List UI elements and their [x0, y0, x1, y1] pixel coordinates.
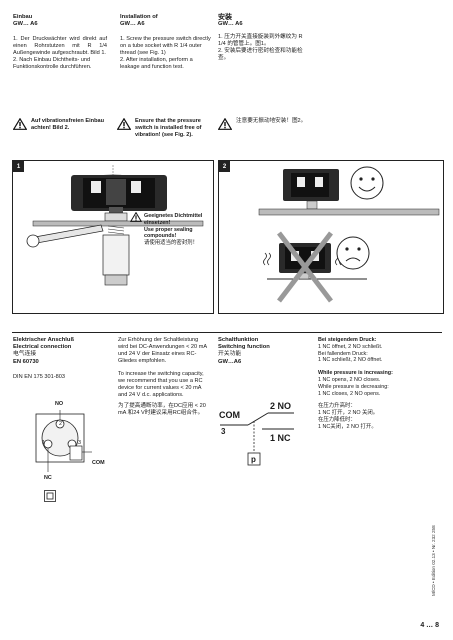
rc-recommendation: Zur Erhöhung der Schaltleistung wird bei…: [118, 337, 210, 417]
note-en: Use proper sealing compounds!: [144, 226, 193, 240]
title-de: Schaltfunktion: [218, 337, 259, 343]
warning-icon: [117, 118, 131, 130]
title-cn: 开关功能: [218, 351, 242, 358]
switch-pin-3: 3: [221, 427, 226, 436]
warning-en: Ensure that the pressure switch is insta…: [117, 118, 213, 139]
sealing-note: Geeignetes Dichtmittel einsetzen! Use pr…: [144, 213, 210, 247]
rising-de-title: Bei steigendem Druck:: [318, 337, 377, 343]
rising-en-title: While pressure is increasing:: [318, 370, 393, 377]
figure-number: 2: [219, 161, 230, 172]
rising-de: 1 NC öffnet, 2 NO schließt.: [318, 343, 383, 350]
section-subtitle: GW… A6: [218, 21, 243, 28]
warning-icon: [13, 118, 27, 130]
switch-com: COM: [219, 410, 240, 420]
warning-icon: [130, 212, 142, 222]
switch-no: 2 NO: [270, 401, 292, 411]
note-de: Geeignetes Dichtmittel einsetzen!: [144, 213, 203, 226]
com-label: COM: [92, 460, 105, 466]
model: GW…A6: [218, 358, 242, 365]
connector-diagram: [35, 410, 92, 472]
installation-illustration: [26, 165, 204, 286]
step-2: 2. After installation, perform a leakage…: [120, 57, 193, 71]
nc-label: NC: [44, 475, 52, 481]
falling-en-title: While pressure is decreasing:: [318, 383, 389, 390]
rc-text-cn: 为了提高通断功率，在DC应用 < 20 mA 和24 V时建议采用RC组合件。: [118, 403, 206, 416]
step-1: 1. Der Druckwächter wird direkt auf eine…: [13, 36, 107, 57]
warning-icon: [218, 118, 232, 130]
switching-description: Bei steigendem Druck: 1 NC öffnet, 2 NO …: [318, 337, 442, 431]
switch-p: p: [251, 455, 256, 464]
warning-text: Auf vibrationsfreien Einbau achten! Bild…: [31, 118, 105, 131]
earth-symbol: [44, 490, 56, 502]
figure-1: 1 Geeignetes Dichtmittel einsetz: [12, 160, 214, 314]
electrical-heading: Elektrischer Anschluß Electrical connect…: [13, 337, 108, 381]
section-divider: [12, 332, 442, 333]
standard: EN 60730: [13, 358, 39, 365]
section-title: Installation of: [120, 14, 158, 20]
vibration-illustration: [258, 166, 440, 303]
title-en: Switching function: [218, 344, 270, 351]
section-title: 安装: [218, 14, 232, 21]
rising-cn-title: 在压力升高时：: [318, 403, 356, 410]
col-en: Installation of GW… A6 1. Screw the pres…: [120, 14, 212, 71]
title-cn: 电气连接: [13, 351, 37, 358]
note-cn: 请使用适当的密封剂！: [144, 240, 198, 247]
title-en: Electrical connection: [13, 344, 72, 351]
step-1: 1. Screw the pressure switch directly on…: [120, 36, 211, 57]
pin-label-1: 1: [42, 440, 45, 446]
section-title: Einbau: [13, 14, 33, 20]
rc-text-en: To increase the switching capacity, we r…: [118, 371, 204, 398]
warning-cn: 注意要无振动地安装！图2。: [218, 118, 318, 130]
step-2: 2. 安装后要进行密封检查和功能检查。: [218, 48, 303, 62]
pin-label-2: 2: [59, 421, 62, 427]
figure-number: 1: [13, 161, 24, 172]
title-de: Elektrischer Anschluß: [13, 337, 74, 343]
switching-heading: Schaltfunktion Switching function 开关功能 G…: [218, 337, 308, 366]
warning-text: Ensure that the pressure switch is insta…: [135, 118, 202, 138]
switch-nc: 1 NC: [270, 433, 291, 443]
rc-text-de: Zur Erhöhung der Schaltleistung wird bei…: [118, 337, 207, 364]
document-code: M/CD • Edition 02.13 • Nr. 232 258: [431, 525, 436, 596]
rising-cn: 1 NC 打开，2 NO 关闭。: [318, 410, 379, 417]
falling-cn: 1 NC关闭，2 NO 打开。: [318, 423, 377, 430]
col-cn: 安装 GW… A6 1. 压力开关直接旋装到外螺纹为 R 1/4 的管管上。图1…: [218, 14, 308, 62]
step-2: 2. Nach Einbau Dichtheits- und Funktions…: [13, 57, 92, 71]
step-1: 1. 压力开关直接旋装到外螺纹为 R 1/4 的管管上。图1。: [218, 34, 303, 48]
col-de: Einbau GW… A6 1. Der Druckwächter wird d…: [13, 14, 107, 71]
no-label: NO: [55, 401, 64, 407]
warning-text: 注意要无振动地安装！图2。: [236, 118, 307, 124]
page-number: 4 … 8: [420, 622, 439, 629]
falling-en: 1 NC closes, 2 NO opens.: [318, 390, 381, 397]
rising-en: 1 NC opens, 2 NO closes.: [318, 376, 381, 383]
falling-cn-title: 在压力降低时：: [318, 416, 356, 423]
section-subtitle: GW… A6: [120, 21, 145, 28]
falling-de-title: Bei fallendem Druck:: [318, 350, 368, 357]
section-subtitle: GW… A6: [13, 21, 38, 28]
falling-de: 1 NC schließt, 2 NO öffnet.: [318, 357, 383, 364]
pin-label-3: 3: [78, 440, 81, 446]
figure-2: 2: [218, 160, 444, 314]
din-standard: DIN EN 175 301-803: [13, 373, 65, 380]
warning-de: Auf vibrationsfreien Einbau achten! Bild…: [13, 118, 108, 132]
switching-diagram: [220, 412, 294, 466]
